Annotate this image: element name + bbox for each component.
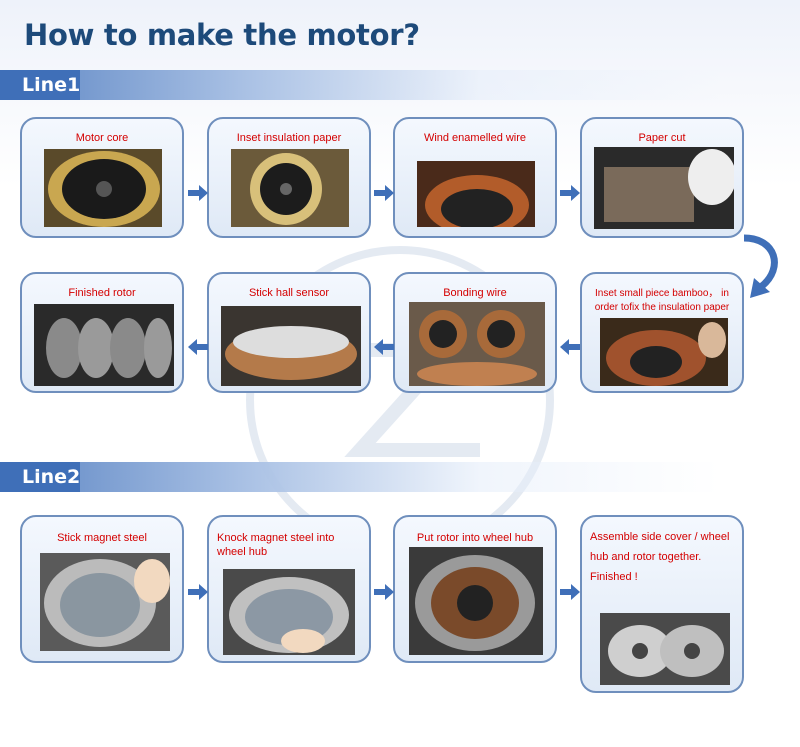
step-stick-hall-sensor: Stick hall sensor <box>207 272 371 393</box>
step-caption: Knock magnet steel into wheel hub <box>217 532 335 558</box>
arrow-right-icon <box>374 584 394 600</box>
bamboo-insert-photo <box>600 318 728 386</box>
rotor-hub-photo <box>409 547 543 655</box>
hall-sensor-photo <box>221 306 361 386</box>
knock-magnet-photo <box>223 569 355 655</box>
step-caption: Paper cut <box>638 132 686 144</box>
line1-header: Line1 <box>0 70 800 100</box>
arrow-right-icon <box>188 185 208 201</box>
line2-header: Line2 <box>0 462 800 492</box>
step-caption: Stick hall sensor <box>248 287 330 299</box>
arrow-left-icon <box>560 339 580 355</box>
step-wind-enamelled-wire: Wind enamelled wire <box>393 117 557 238</box>
step-knock-magnet-steel: Knock magnet steel into wheel hub <box>207 515 371 663</box>
finished-rotor-photo <box>34 304 174 386</box>
step-inset-insulation-paper: Inset insulation paper <box>207 117 371 238</box>
paper-cut-photo <box>594 147 734 229</box>
step-caption: Finished rotor <box>68 287 136 299</box>
step-finished-rotor: Finished rotor <box>20 272 184 393</box>
arrow-left-icon <box>188 339 208 355</box>
line2-label: Line2 <box>0 462 80 492</box>
arrow-right-icon <box>560 584 580 600</box>
step-stick-magnet-steel: Stick magnet steel <box>20 515 184 663</box>
line1-label: Line1 <box>0 70 80 100</box>
arrow-left-icon <box>374 339 394 355</box>
bonding-wire-photo <box>409 302 545 386</box>
step-caption: Assemble side cover / wheel hub and roto… <box>590 531 730 583</box>
enamelled-wire-photo <box>417 161 535 227</box>
arrow-right-icon <box>188 584 208 600</box>
step-paper-cut: Paper cut <box>580 117 744 238</box>
step-bonding-wire: Bonding wire <box>393 272 557 393</box>
curved-arrow-down-icon <box>743 234 778 298</box>
step-caption: Motor core <box>75 132 129 144</box>
step-motor-core: Motor core <box>20 117 184 238</box>
step-caption: Wind enamelled wire <box>423 132 527 144</box>
magnet-steel-photo <box>40 553 170 651</box>
arrow-right-icon <box>560 185 580 201</box>
insulation-paper-photo <box>231 149 349 227</box>
step-assemble-side-cover: Assemble side cover / wheel hub and roto… <box>580 515 744 693</box>
step-caption: Inset small piece bamboo， in order tofix… <box>594 288 730 313</box>
motor-core-photo <box>44 149 162 227</box>
step-put-rotor-into-hub: Put rotor into wheel hub <box>393 515 557 663</box>
step-caption: Bonding wire <box>443 287 507 299</box>
page-title: How to make the motor? <box>24 18 420 52</box>
assembled-motor-photo <box>600 613 730 685</box>
arrow-right-icon <box>374 185 394 201</box>
step-caption: Put rotor into wheel hub <box>416 532 534 544</box>
step-caption: Inset insulation paper <box>236 132 342 144</box>
step-inset-bamboo: Inset small piece bamboo， in order tofix… <box>580 272 744 393</box>
step-caption: Stick magnet steel <box>57 532 147 544</box>
